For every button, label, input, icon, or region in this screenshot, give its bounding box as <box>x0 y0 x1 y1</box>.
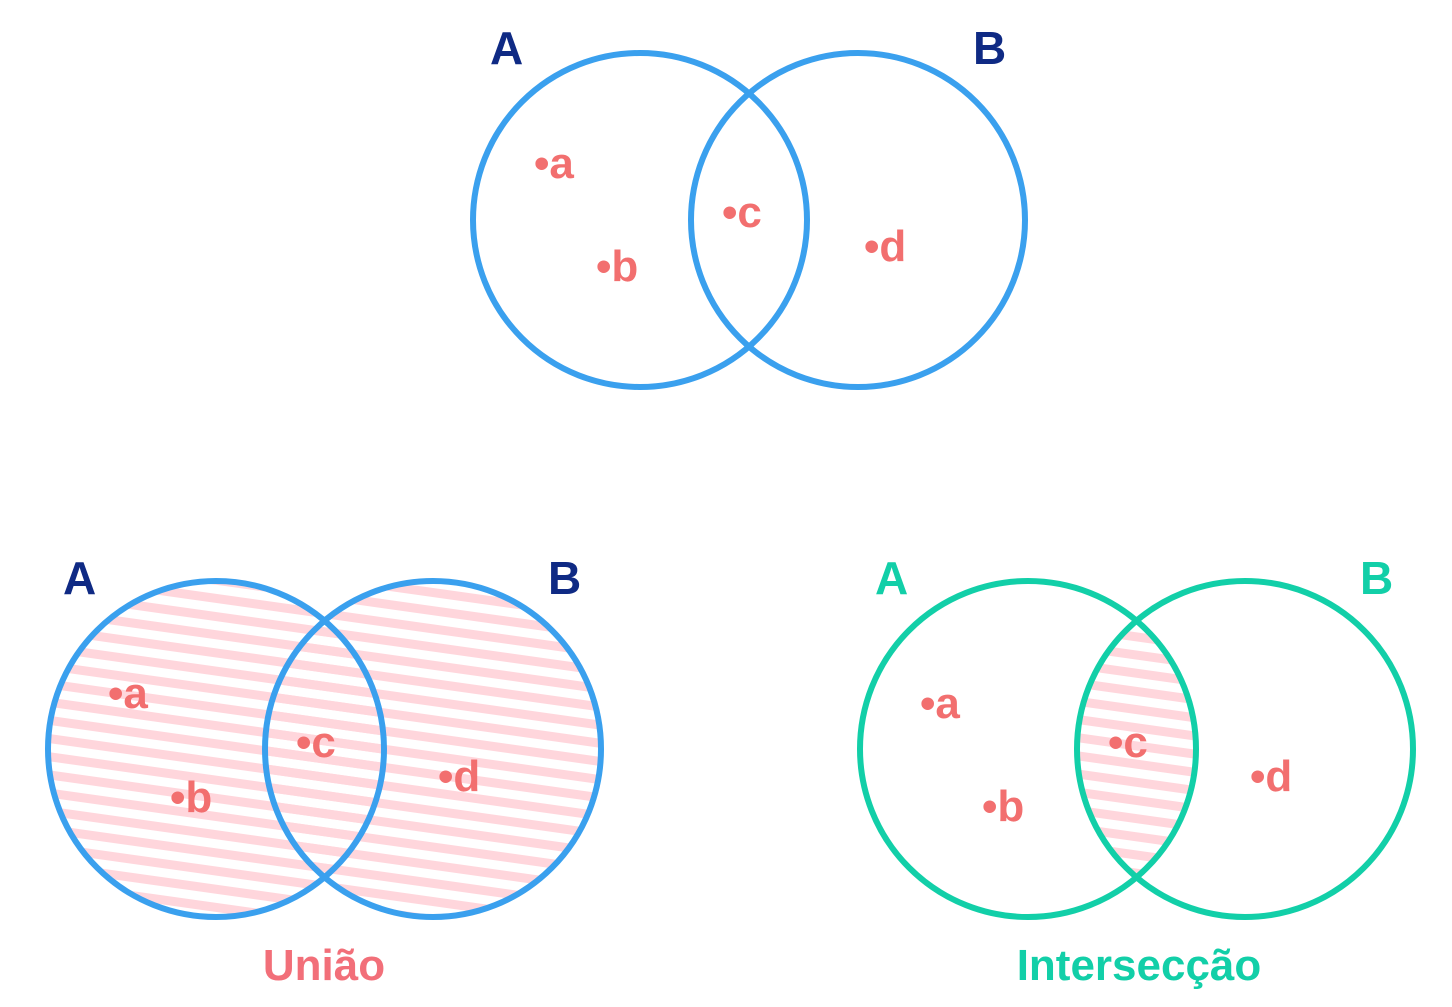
intersection-element-c: •c <box>1108 718 1148 767</box>
union-set-b-circle <box>262 578 604 920</box>
union-set-a-circle <box>45 578 387 920</box>
top-element-a: •a <box>534 139 574 188</box>
top-element-d: •d <box>864 222 906 271</box>
intersection-element-d: •d <box>1250 752 1292 801</box>
union-set-b-label: B <box>548 552 581 604</box>
intersection-hatch <box>1077 581 1196 917</box>
union-element-a: •a <box>108 669 148 718</box>
top-set-b-circle <box>688 50 1028 390</box>
intersection-element-b: •b <box>982 782 1024 831</box>
intersection-venn-diagram: A B •a •b •c •d Intersecção <box>857 552 1416 990</box>
top-venn-diagram: A B •a •b •c •d <box>470 22 1028 390</box>
union-venn-diagram: A B •a •b •c •d União <box>45 552 604 990</box>
top-element-b: •b <box>596 242 638 291</box>
top-set-a-label: A <box>490 22 523 74</box>
union-caption: União <box>263 941 385 990</box>
top-set-b-label: B <box>973 22 1006 74</box>
intersection-element-a: •a <box>920 679 960 728</box>
union-set-a-label: A <box>63 552 96 604</box>
union-element-d: •d <box>438 752 480 801</box>
union-element-b: •b <box>170 773 212 822</box>
intersection-set-a-circle <box>857 578 1199 920</box>
intersection-set-a-label: A <box>875 552 908 604</box>
union-hatch-b <box>265 581 601 917</box>
intersection-set-b-label: B <box>1360 552 1393 604</box>
top-element-c: •c <box>722 188 762 237</box>
intersection-set-b-circle <box>1074 578 1416 920</box>
intersection-caption: Intersecção <box>1017 941 1262 990</box>
top-set-a-circle <box>470 50 810 390</box>
union-element-c: •c <box>296 718 336 767</box>
